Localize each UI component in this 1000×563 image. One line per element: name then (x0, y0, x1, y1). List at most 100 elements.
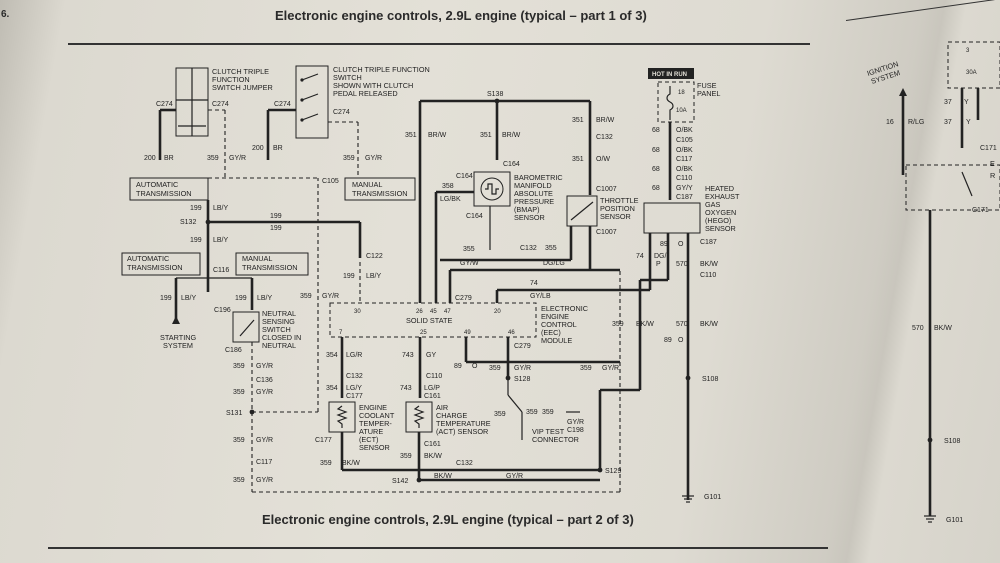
wire-color: BK/W (424, 453, 442, 460)
wire-color: BK/W (434, 473, 452, 480)
starting-system-label: SYSTEM (163, 341, 193, 350)
clutch-switch-label-4: PEDAL RELEASED (333, 89, 398, 98)
bmap-label: MANIFOLD (514, 181, 552, 190)
manual-transmission-label: MANUAL (242, 254, 272, 263)
wire-number: 354 (326, 385, 338, 392)
clutch-switch-label-2: SWITCH (333, 73, 362, 82)
clutch-switch: CLUTCH TRIPLE FUNCTION SWITCH SHOWN WITH… (295, 65, 430, 139)
wire-number: 68 (652, 185, 660, 192)
wire-color: GY/R (256, 389, 273, 396)
clutch-switch-label-3: SHOWN WITH CLUTCH (333, 81, 413, 90)
automatic-transmission-label: AUTOMATIC (127, 254, 169, 263)
bmap-sensor-box (473, 171, 511, 207)
connector-c171: C171 (972, 207, 989, 214)
wire-color: O/BK (676, 127, 693, 134)
wire-number: 743 (402, 352, 414, 359)
wire-number: 68 (652, 127, 660, 134)
wire-number: 37 (944, 99, 952, 106)
act-label: AIR (436, 403, 448, 412)
right-fuse-box (947, 41, 1000, 89)
bmap-label: PRESSURE (514, 197, 554, 206)
eec-label: MODULE (541, 336, 572, 345)
connector-c186: C186 (225, 347, 242, 354)
neutral-sensing-switch-box (232, 311, 260, 343)
eec-label: (EEC) (541, 328, 561, 337)
right-page-fragment: IGNITION SYSTEM 16 R/LG 3 30A 37 Y 37 Y … (866, 41, 1000, 524)
eec-pin: 49 (464, 330, 471, 336)
connector-c274: C274 (274, 101, 291, 108)
splice-label: S108 (702, 376, 718, 383)
hego-label: OXYGEN (705, 208, 736, 217)
diagram-title-bottom: Electronic engine controls, 2.9L engine … (262, 512, 634, 527)
neutral-switch-label: SENSING (262, 317, 295, 326)
wire-number: 351 (405, 132, 417, 139)
connector-c105: C105 (676, 137, 693, 144)
splice-s108-right (927, 437, 933, 443)
wire-number: 199 (270, 225, 282, 232)
splice-label: S129 (605, 468, 621, 475)
wire-color: O (472, 363, 478, 370)
connector-c117: C117 (256, 459, 272, 466)
ignition-arrow-icon (899, 88, 907, 96)
wire-color: DG/LG (543, 260, 565, 267)
wire-color: LB/Y (213, 205, 229, 212)
wire-number: 359 (400, 453, 412, 460)
wire-color: GY/R (602, 365, 619, 372)
wire-color: LG/R (346, 352, 362, 359)
act-label: TEMPERATURE (436, 419, 491, 428)
eec-label: CONTROL (541, 320, 577, 329)
wire-number: 359 (233, 363, 245, 370)
connector-c132: C132 (346, 373, 363, 380)
splice-label: S128 (514, 376, 530, 383)
manual-transmission-label: TRANSMISSION (242, 263, 298, 272)
wire-number: 570 (912, 325, 924, 332)
wire-number: 359 (526, 409, 538, 416)
wire-color: P (656, 261, 661, 268)
wire-number: 200 (144, 155, 156, 162)
connector-c187: C187 (676, 194, 693, 201)
ground-arrow-icon (172, 316, 180, 324)
wire-color: LB/Y (213, 237, 229, 244)
wire-number: 359 (343, 155, 355, 162)
eec-pin: 7 (339, 330, 343, 336)
wire-number: 359 (233, 389, 245, 396)
neutral-switch-label: NEUTRAL (262, 309, 296, 318)
manual-transmission-box-2 (235, 252, 309, 276)
wire-number: 354 (326, 352, 338, 359)
eec-pin: 30 (354, 309, 361, 315)
connector-c1007: C1007 (596, 229, 617, 236)
right-label-r: R (990, 171, 995, 180)
ect-label: (ECT) (359, 435, 378, 444)
connector-c161: C161 (424, 393, 441, 400)
connector-c136: C136 (256, 377, 273, 384)
hego-label: EXHAUST (705, 192, 740, 201)
connector-c110: C110 (676, 175, 692, 182)
connector-c171: C171 (980, 145, 997, 152)
tps-label: POSITION (600, 204, 635, 213)
wire-number: 351 (572, 117, 584, 124)
wire-color: GY/R (365, 155, 382, 162)
splice-label: S108 (944, 438, 960, 445)
ect-label: ENGINE (359, 403, 387, 412)
wire-color: BK/W (700, 321, 718, 328)
ect-label: TEMPER- (359, 419, 392, 428)
right-relay-box (905, 164, 1000, 211)
wire-color: GY (426, 352, 436, 359)
header-rule (68, 43, 810, 45)
ect-label: SENSOR (359, 443, 390, 452)
ect-label: ATURE (359, 427, 383, 436)
wire-color: Y (964, 99, 969, 106)
fuse-panel-label: PANEL (697, 89, 720, 98)
fuse-rating: 10A (676, 108, 687, 114)
wire-color: O/W (596, 156, 610, 163)
hego-sensor-box (643, 202, 701, 234)
act-label: (ACT) SENSOR (436, 427, 488, 436)
eec-label: ENGINE (541, 312, 569, 321)
wire-color: BK/W (636, 321, 654, 328)
wire-number: 199 (270, 213, 282, 220)
wire-color: BK/W (342, 460, 360, 467)
wire-number: 359 (320, 460, 332, 467)
automatic-transmission-box (129, 177, 209, 201)
ect-label: COOLANT (359, 411, 395, 420)
wire-number: 355 (545, 245, 557, 252)
